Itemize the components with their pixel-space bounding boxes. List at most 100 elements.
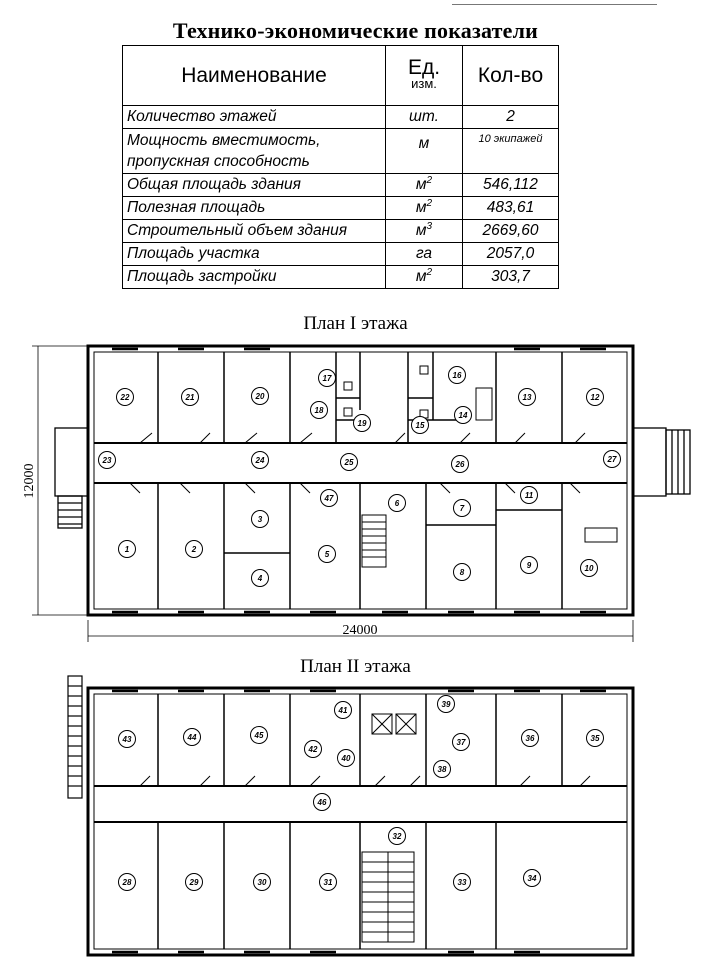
room-number: 35 — [591, 734, 600, 743]
room-number: 32 — [393, 832, 402, 841]
room-number: 21 — [185, 393, 195, 402]
room-number: 13 — [523, 393, 532, 402]
room-marker — [411, 416, 429, 434]
room-marker — [183, 728, 201, 746]
plan1-dimensions — [32, 345, 634, 642]
room-marker — [318, 369, 336, 387]
plan2-title: План II этажа — [300, 656, 411, 677]
room-number: 7 — [460, 504, 465, 513]
room-number: 44 — [187, 733, 197, 742]
room-number: 19 — [358, 419, 367, 428]
room-marker — [118, 540, 136, 558]
room-marker — [586, 388, 604, 406]
room-marker — [251, 569, 269, 587]
room-marker — [304, 740, 322, 758]
row-unit: м — [385, 128, 463, 174]
row-value: 546,112 — [462, 173, 559, 197]
unit-text: м — [415, 222, 427, 240]
plan1-drawing — [32, 344, 691, 642]
room-number: 11 — [525, 491, 534, 500]
plan1-stairs — [361, 514, 387, 568]
room-marker — [251, 510, 269, 528]
room-marker — [340, 453, 358, 471]
table-row: Полезная площадь м2 483,61 — [122, 196, 559, 220]
room-marker — [523, 869, 541, 887]
table-row: Общая площадь здания м2 546,112 — [122, 173, 559, 197]
page-title: Технико-экономические показатели — [172, 18, 539, 43]
plan1-doors — [129, 432, 586, 494]
room-marker — [320, 489, 338, 507]
unit-text: м — [418, 135, 430, 153]
indicators-table: Наименование Ед. изм. Кол-во Количество … — [122, 45, 559, 289]
room-number: 38 — [438, 765, 447, 774]
room-number: 46 — [317, 798, 327, 807]
room-number: 2 — [191, 545, 197, 554]
plan2-doors — [139, 775, 591, 787]
room-marker — [318, 545, 336, 563]
room-marker — [251, 451, 269, 469]
table-header-row: Наименование Ед. изм. Кол-во — [122, 45, 559, 106]
room-marker — [313, 793, 331, 811]
unit-sup: 2 — [426, 267, 433, 279]
room-marker — [118, 873, 136, 891]
plan1-windows — [112, 347, 606, 614]
plan2-windows — [112, 689, 606, 954]
unit-text: м — [415, 268, 427, 286]
room-number: 33 — [458, 878, 467, 887]
table-row: Строительный объем здания м3 2669,60 — [122, 219, 559, 243]
room-marker — [319, 873, 337, 891]
room-marker — [337, 749, 355, 767]
plan1-north-partitions — [157, 352, 563, 443]
room-number: 14 — [459, 411, 468, 420]
room-marker — [520, 556, 538, 574]
plan2-lifts — [371, 713, 417, 735]
header-name: Наименование — [122, 45, 386, 106]
room-marker — [250, 726, 268, 744]
room-marker — [451, 455, 469, 473]
room-marker — [518, 388, 536, 406]
row-name: Полезная площадь — [122, 196, 386, 220]
room-marker — [453, 873, 471, 891]
room-number: 29 — [189, 878, 199, 887]
plan1-south-partitions — [157, 483, 563, 609]
room-number: 9 — [527, 561, 532, 570]
room-marker — [185, 873, 203, 891]
room-marker — [520, 486, 538, 504]
row-value: 2 — [462, 105, 559, 129]
room-marker — [454, 406, 472, 424]
room-number: 45 — [254, 731, 264, 740]
unit-sup: 2 — [426, 198, 433, 210]
room-number: 36 — [526, 734, 535, 743]
room-number: 37 — [457, 738, 466, 747]
unit-sup: 3 — [426, 221, 433, 233]
table-row: Площадь застройки м2 303,7 — [122, 265, 559, 289]
room-marker — [452, 733, 470, 751]
header-qty: Кол-во — [462, 45, 559, 106]
room-marker — [437, 695, 455, 713]
room-number: 3 — [258, 515, 263, 524]
room-number: 34 — [528, 874, 537, 883]
unit-text: га — [415, 245, 433, 263]
row-name: Площадь застройки — [122, 265, 386, 289]
row-value: 2669,60 — [462, 219, 559, 243]
room-number: 47 — [324, 494, 334, 503]
room-marker — [448, 366, 466, 384]
room-number: 5 — [325, 550, 330, 559]
row-name: Мощность вместимость, пропускная способн… — [122, 128, 386, 174]
room-marker — [98, 451, 116, 469]
plan2-outer-stair — [67, 675, 83, 799]
header-unit-a: Ед. — [407, 55, 441, 79]
table-row: Мощность вместимость, пропускная способн… — [122, 128, 559, 174]
header-unit-b: изм. — [411, 75, 437, 91]
room-number: 4 — [257, 574, 263, 583]
room-marker — [334, 701, 352, 719]
row-unit: м3 — [385, 219, 463, 243]
room-marker — [118, 730, 136, 748]
room-marker — [586, 729, 604, 747]
row-value: 10 экипажей — [462, 128, 559, 174]
room-number: 18 — [315, 406, 324, 415]
room-number: 20 — [255, 392, 265, 401]
unit-text: шт. — [409, 108, 439, 126]
